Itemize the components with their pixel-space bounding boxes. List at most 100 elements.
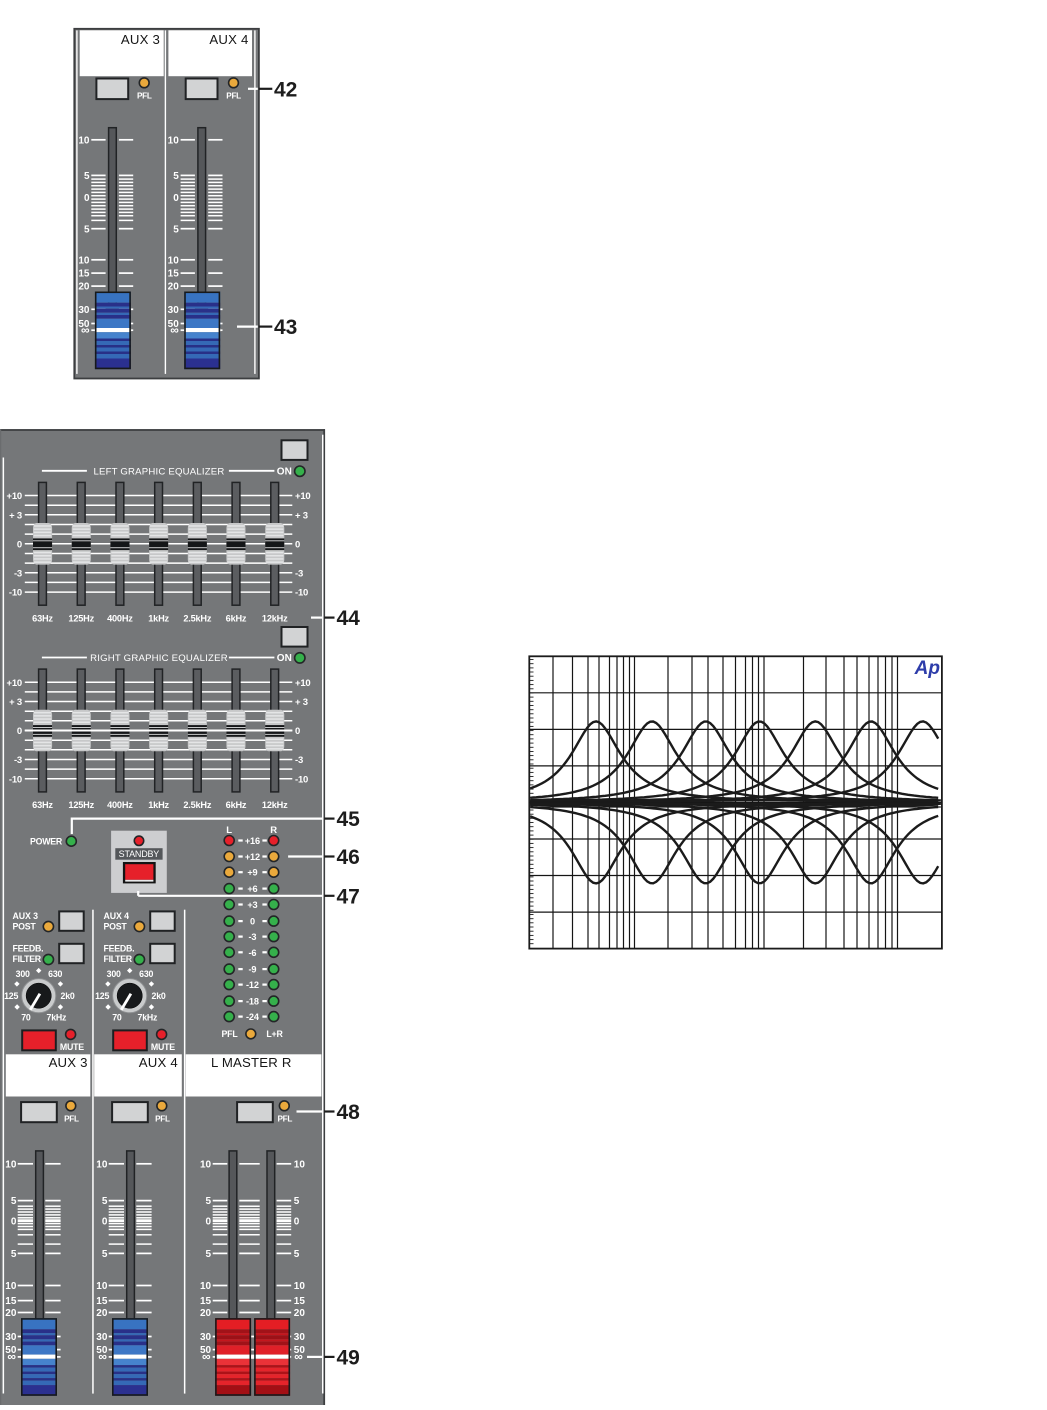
svg-text:50: 50: [168, 319, 180, 330]
svg-text:∞: ∞: [294, 1350, 303, 1364]
svg-text:5: 5: [294, 1249, 300, 1260]
svg-text:R: R: [270, 825, 277, 836]
svg-text:2.5kHz: 2.5kHz: [183, 613, 212, 623]
svg-text:ON: ON: [277, 653, 292, 664]
svg-text:10: 10: [5, 1281, 17, 1292]
svg-text:63Hz: 63Hz: [32, 613, 53, 623]
svg-text:125: 125: [95, 991, 109, 1001]
svg-text:AUX 4: AUX 4: [104, 911, 130, 921]
svg-text:10: 10: [200, 1159, 212, 1170]
svg-text:6kHz: 6kHz: [226, 800, 247, 810]
svg-text:30: 30: [5, 1332, 17, 1343]
svg-text:+10: +10: [6, 678, 22, 689]
svg-text:+9: +9: [247, 868, 257, 878]
svg-text:1kHz: 1kHz: [148, 613, 169, 623]
svg-text:-10: -10: [9, 588, 22, 599]
svg-text:AUX 4: AUX 4: [209, 32, 248, 47]
svg-text:7kHz: 7kHz: [138, 1012, 159, 1022]
svg-text:-3: -3: [14, 755, 22, 766]
svg-text:+10: +10: [6, 491, 22, 502]
svg-text:AUX 3: AUX 3: [13, 911, 39, 921]
svg-text:-18: -18: [246, 997, 259, 1007]
svg-text:∞: ∞: [98, 1350, 107, 1364]
svg-text:0: 0: [17, 539, 22, 550]
svg-text:-24: -24: [246, 1012, 260, 1022]
svg-text:44: 44: [337, 607, 361, 630]
svg-text:5: 5: [173, 224, 179, 235]
svg-text:MUTE: MUTE: [60, 1042, 84, 1052]
svg-text:-9: -9: [249, 965, 257, 975]
svg-text:5: 5: [206, 1249, 212, 1260]
svg-text:6kHz: 6kHz: [226, 613, 247, 623]
svg-text:2k0: 2k0: [61, 991, 75, 1001]
svg-text:-10: -10: [9, 774, 22, 785]
svg-text:20: 20: [168, 282, 180, 293]
svg-text:+16: +16: [245, 836, 260, 846]
svg-text:POST: POST: [13, 922, 37, 932]
svg-text:-10: -10: [295, 774, 308, 785]
svg-text:∞: ∞: [81, 323, 90, 337]
svg-text:0: 0: [17, 726, 22, 737]
svg-text:45: 45: [337, 808, 361, 831]
svg-text:+3: +3: [247, 900, 257, 910]
svg-text:630: 630: [48, 969, 62, 979]
svg-text:20: 20: [294, 1308, 306, 1319]
svg-text:0: 0: [295, 539, 300, 550]
svg-text:5: 5: [84, 224, 90, 235]
svg-text:12kHz: 12kHz: [262, 800, 288, 810]
svg-text:POWER: POWER: [30, 837, 63, 847]
svg-text:50: 50: [96, 1345, 108, 1356]
svg-text:-3: -3: [14, 568, 22, 579]
svg-text:10: 10: [96, 1159, 108, 1170]
svg-text:15: 15: [168, 269, 180, 280]
svg-text:+10: +10: [295, 491, 311, 502]
svg-text:0: 0: [173, 193, 179, 204]
svg-text:MUTE: MUTE: [151, 1042, 175, 1052]
svg-text:300: 300: [107, 969, 121, 979]
svg-text:43: 43: [274, 316, 297, 339]
svg-text:30: 30: [96, 1332, 108, 1343]
svg-text:10: 10: [200, 1281, 212, 1292]
svg-text:FEEDB.: FEEDB.: [104, 944, 135, 954]
svg-text:70: 70: [21, 1012, 31, 1022]
svg-text:L: L: [226, 825, 232, 836]
svg-text:FILTER: FILTER: [13, 954, 42, 964]
svg-text:50: 50: [294, 1345, 306, 1356]
svg-text:+10: +10: [295, 678, 311, 689]
svg-text:5: 5: [11, 1196, 17, 1207]
svg-text:7kHz: 7kHz: [47, 1012, 68, 1022]
svg-text:POST: POST: [104, 922, 128, 932]
svg-text:5: 5: [102, 1249, 108, 1260]
svg-text:5: 5: [102, 1196, 108, 1207]
svg-text:FEEDB.: FEEDB.: [13, 944, 44, 954]
svg-text:0: 0: [250, 917, 255, 927]
svg-text:10: 10: [294, 1159, 306, 1170]
svg-text:AUX 4: AUX 4: [139, 1055, 178, 1070]
svg-text:0: 0: [206, 1216, 212, 1227]
svg-text:46: 46: [337, 846, 360, 869]
svg-text:12kHz: 12kHz: [262, 613, 288, 623]
svg-text:5: 5: [294, 1196, 300, 1207]
svg-text:50: 50: [78, 319, 90, 330]
svg-text:STANDBY: STANDBY: [119, 849, 160, 859]
svg-text:-10: -10: [295, 588, 308, 599]
svg-text:30: 30: [294, 1332, 306, 1343]
svg-text:70: 70: [112, 1012, 122, 1022]
svg-text:0: 0: [102, 1216, 108, 1227]
svg-text:10: 10: [78, 135, 90, 146]
svg-text:50: 50: [5, 1345, 17, 1356]
svg-text:300: 300: [16, 969, 30, 979]
svg-text:+12: +12: [245, 852, 260, 862]
svg-text:5: 5: [84, 171, 90, 182]
svg-text:0: 0: [11, 1216, 17, 1227]
svg-text:0: 0: [295, 726, 300, 737]
svg-text:10: 10: [5, 1159, 17, 1170]
svg-text:20: 20: [78, 282, 90, 293]
svg-text:0: 0: [294, 1216, 300, 1227]
svg-text:L MASTER R: L MASTER R: [211, 1055, 292, 1070]
svg-text:125Hz: 125Hz: [68, 613, 94, 623]
svg-text:5: 5: [11, 1249, 17, 1260]
svg-text:20: 20: [200, 1308, 212, 1319]
svg-text:30: 30: [200, 1332, 212, 1343]
svg-text:-3: -3: [295, 568, 303, 579]
